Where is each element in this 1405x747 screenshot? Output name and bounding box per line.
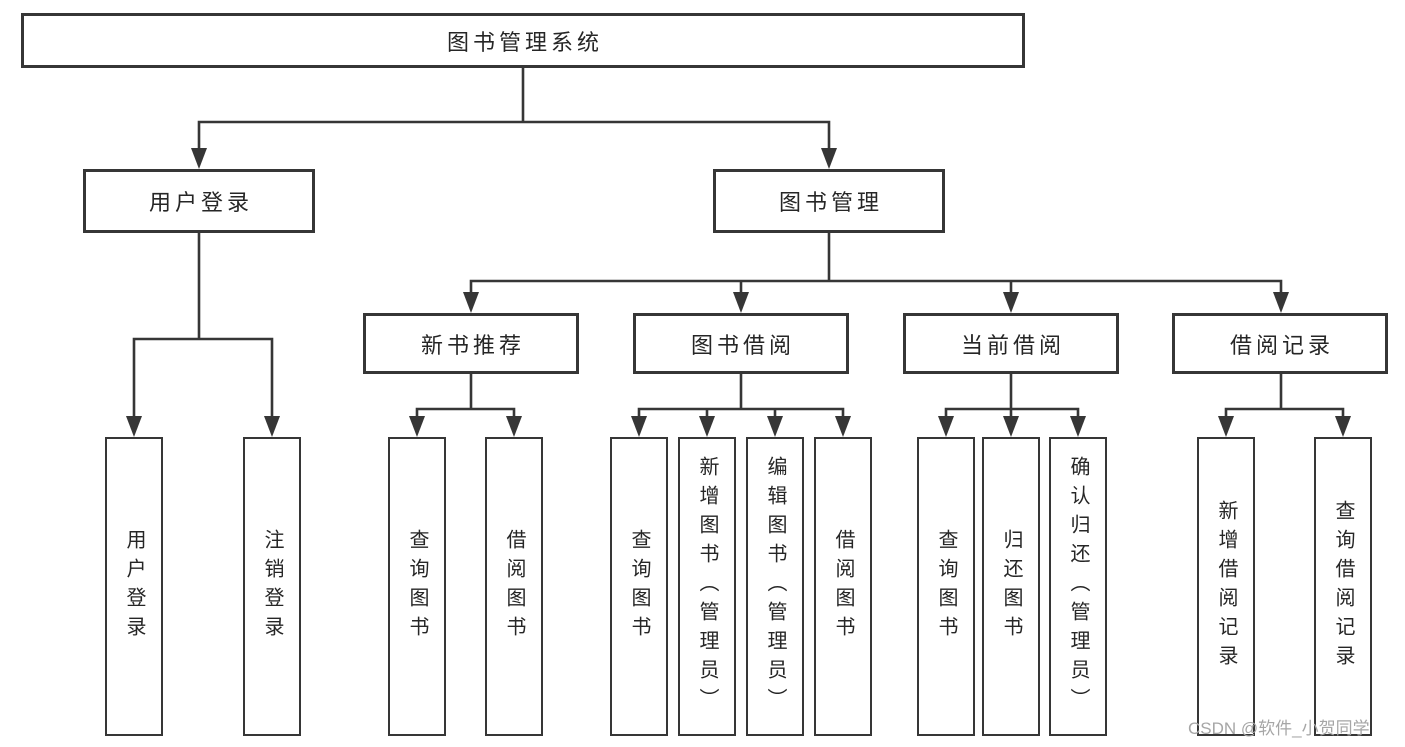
leaf-logout: 注销登录 <box>243 437 301 736</box>
leaf-borrow-books: 借阅图书 <box>814 437 872 736</box>
leaf-query-books: 查询图书 <box>610 437 668 736</box>
node-label: 编辑图书（管理员） <box>764 456 786 717</box>
node-label: 当前借阅 <box>960 332 1065 358</box>
leaf-add-borrow-record: 新增借阅记录 <box>1197 437 1255 736</box>
node-label: 确认归还（管理员） <box>1067 456 1089 717</box>
leaf-query-books: 查询图书 <box>388 437 446 736</box>
node-label: 查询图书 <box>406 528 428 645</box>
leaf-edit-books-admin: 编辑图书（管理员） <box>746 437 804 736</box>
leaf-confirm-return-admin: 确认归还（管理员） <box>1049 437 1107 736</box>
node-label: 新增图书（管理员） <box>696 456 718 717</box>
leaf-user-login: 用户登录 <box>105 437 163 736</box>
node-label: 查询图书 <box>628 528 650 645</box>
node-label: 用户登录 <box>123 528 145 645</box>
node-user-login: 用户登录 <box>83 169 315 233</box>
node-borrowing-records: 借阅记录 <box>1172 313 1388 374</box>
node-label: 新书推荐 <box>420 332 525 358</box>
node-label: 查询借阅记录 <box>1332 499 1354 674</box>
node-book-borrowing: 图书借阅 <box>633 313 849 374</box>
node-new-book-recommend: 新书推荐 <box>363 313 579 374</box>
leaf-return-books: 归还图书 <box>982 437 1040 736</box>
node-label: 借阅图书 <box>503 528 525 645</box>
node-book-management: 图书管理 <box>713 169 945 233</box>
node-library-system: 图书管理系统 <box>21 13 1025 68</box>
node-label: 用户登录 <box>148 190 253 215</box>
node-label: 新增借阅记录 <box>1215 499 1237 674</box>
node-label: 归还图书 <box>1000 528 1022 645</box>
node-label: 借阅图书 <box>832 528 854 645</box>
node-label: 图书管理 <box>778 190 883 215</box>
node-label: 图书借阅 <box>690 332 795 358</box>
leaf-add-books-admin: 新增图书（管理员） <box>678 437 736 736</box>
node-label: 图书管理系统 <box>446 29 603 55</box>
leaf-query-books: 查询图书 <box>917 437 975 736</box>
node-current-borrowing: 当前借阅 <box>903 313 1119 374</box>
node-label: 查询图书 <box>935 528 957 645</box>
node-label: 借阅记录 <box>1229 332 1334 358</box>
leaf-borrow-books: 借阅图书 <box>485 437 543 736</box>
node-label: 注销登录 <box>261 528 283 645</box>
leaf-query-borrow-record: 查询借阅记录 <box>1314 437 1372 736</box>
csdn-watermark: CSDN @软件_小贺同学 <box>1188 719 1370 738</box>
